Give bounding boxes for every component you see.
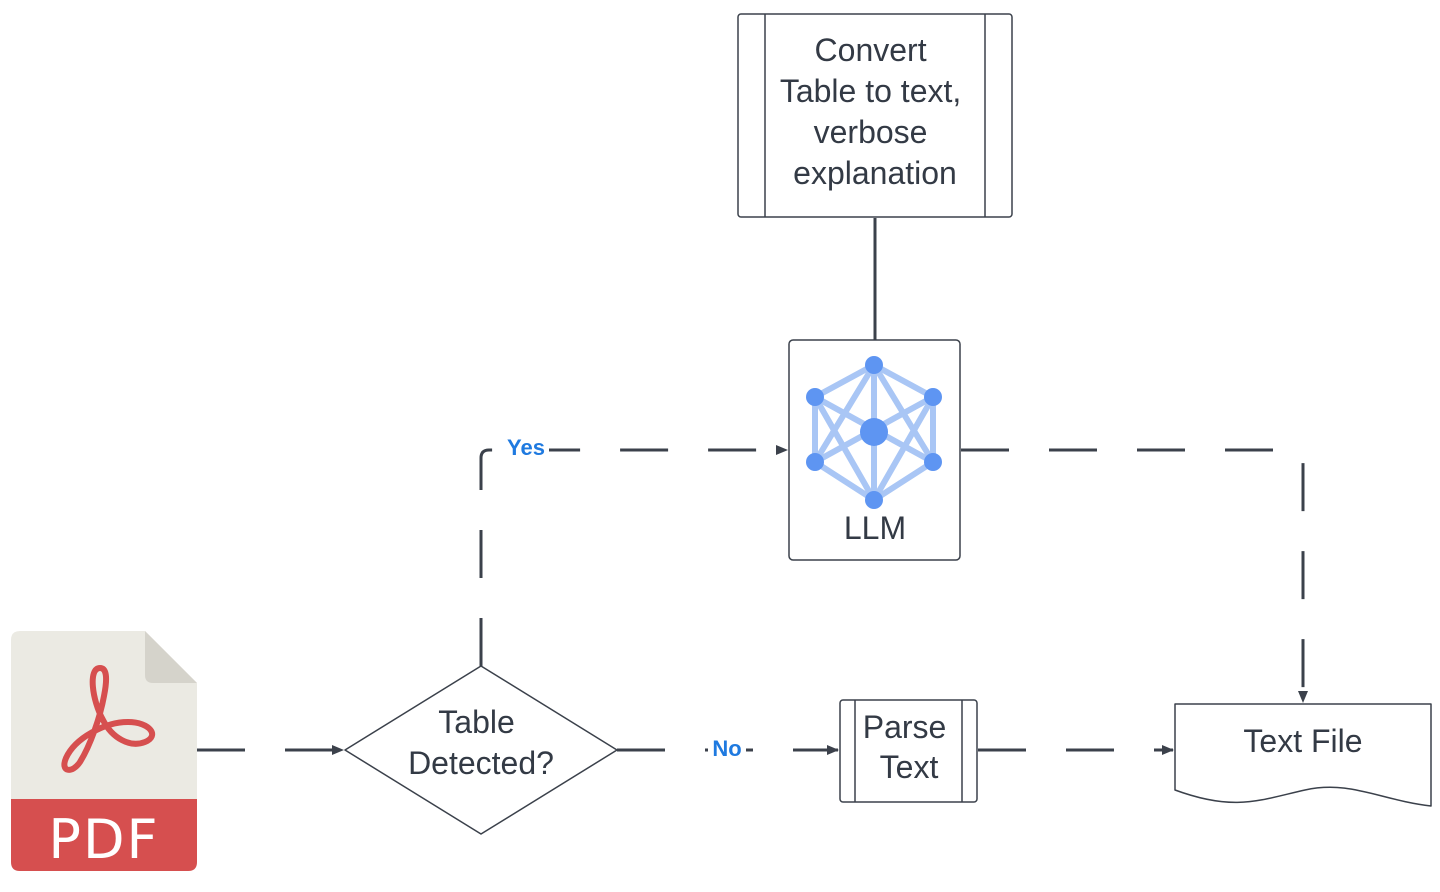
convert-line-3: verbose xyxy=(814,114,928,150)
svg-text:Parse Text: Parse Text xyxy=(863,709,955,785)
decision-line-1: Table xyxy=(438,704,515,740)
llm-label: LLM xyxy=(844,510,906,546)
convert-line-4: explanation xyxy=(793,155,957,191)
no-label: No xyxy=(712,736,741,761)
no-label-bg xyxy=(708,736,746,760)
yes-label-bg xyxy=(503,436,549,460)
convert-line-2: Table to text, xyxy=(780,73,961,109)
parse-line-1: Parse xyxy=(863,709,947,745)
neural-network-icon xyxy=(806,356,942,509)
yes-label: Yes xyxy=(507,435,545,460)
edge-llm-to-textfile xyxy=(961,448,1308,703)
textfile-node: Text File xyxy=(1174,703,1432,807)
textfile-label: Text File xyxy=(1243,723,1362,759)
edge-decision-to-llm xyxy=(479,445,788,666)
decision-node: Table Detected? xyxy=(344,665,618,835)
svg-text:Convert Table to text,: Convert Table to text, verbose explanati… xyxy=(780,32,970,191)
convert-node: Convert Table to text, verbose explanati… xyxy=(737,13,1013,218)
svg-text:Table Detected?: Table Detected? xyxy=(408,704,554,781)
pdf-file-icon: PDF xyxy=(11,631,197,871)
decision-line-2: Detected? xyxy=(408,745,554,781)
convert-line-1: Convert xyxy=(815,32,927,68)
llm-node: LLM xyxy=(788,339,961,561)
parse-node: Parse Text xyxy=(839,699,978,803)
parse-line-2: Text xyxy=(880,749,939,785)
pdf-label: PDF xyxy=(48,808,159,871)
